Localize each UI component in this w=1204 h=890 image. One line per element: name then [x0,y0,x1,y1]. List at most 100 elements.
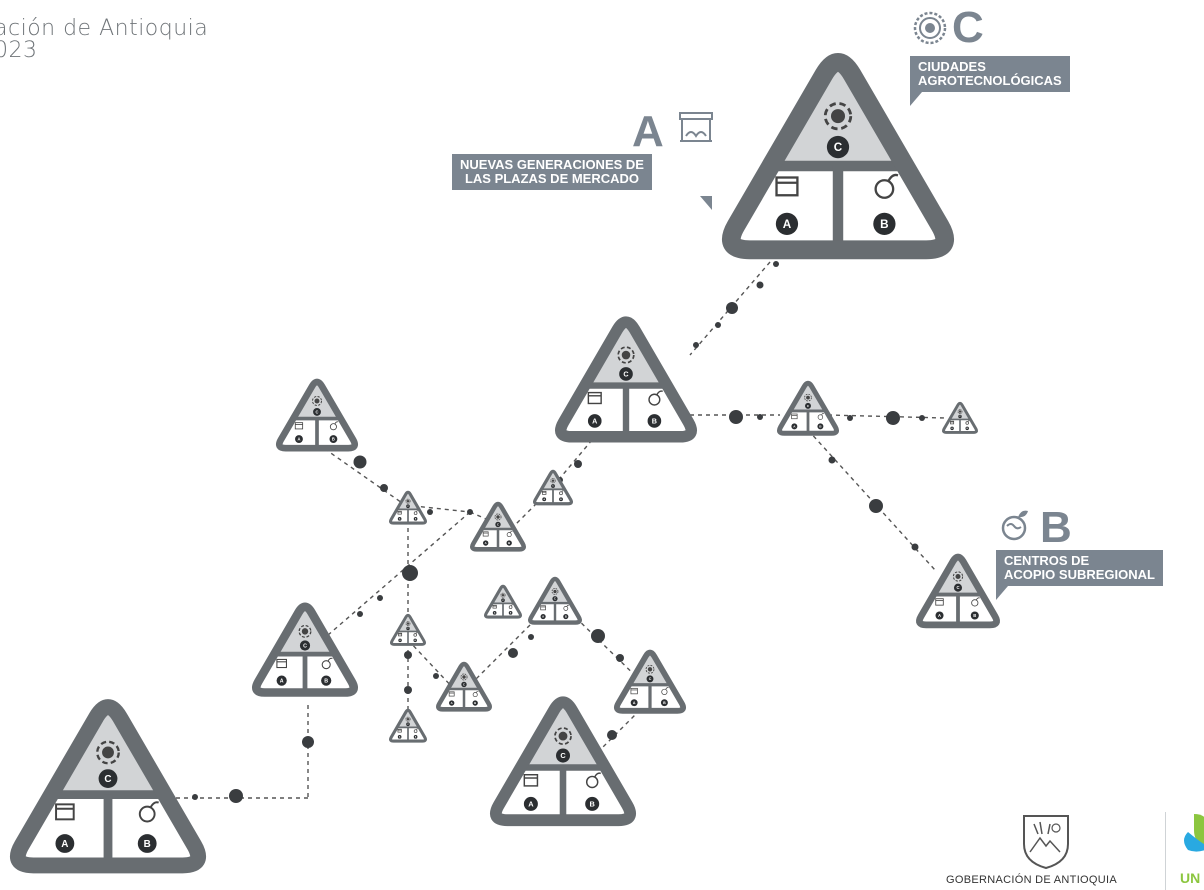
node-top-letter: C [407,724,409,726]
edges-layer [175,261,946,803]
node-right-badge [506,540,512,546]
earth-plant-icon [559,490,564,496]
market-stall-icon [448,691,455,697]
node-top-badge [495,521,501,528]
node-left-letter: A [494,611,496,614]
node-left-badge [587,414,602,428]
node-left-badge [276,675,287,686]
gear-icon [551,588,559,595]
connector-line [599,709,641,751]
node-top-badge [551,484,555,488]
node-top-letter: C [303,643,307,649]
node-left-letter: A [592,416,597,425]
node-top-badge [406,626,410,631]
node-left-letter: A [633,701,636,705]
node-top-letter: C [959,416,961,418]
node-top-letter: C [463,682,465,686]
node-top-badge [552,596,558,602]
node-left-letter: A [399,639,401,642]
node-right-letter: B [332,436,335,441]
connector-dot [357,611,363,617]
node-right-letter: B [565,614,567,618]
connector-line [407,639,456,691]
connector-dot [433,673,439,679]
node-top-badge [501,598,505,603]
earth-plant-icon [329,421,339,431]
node-top-letter: C [407,628,409,630]
connector-dot [773,261,779,267]
market-stall-icon [398,632,403,637]
gear-icon [460,673,468,681]
node-left-badge [935,611,944,620]
node-right-badge [660,699,668,707]
earth-plant-icon [965,420,970,425]
node-left-letter: A [543,498,545,501]
callout-tail [910,92,922,106]
market-stall-icon [935,598,944,606]
node-left-badge [398,638,402,643]
node-top-badge [406,722,410,727]
gear-icon [550,478,556,484]
node-right-letter: B [510,612,512,614]
node-left-letter: A [280,678,284,684]
earth-plant-icon [506,530,513,538]
connector-dot [756,281,764,289]
node-top-letter: C [834,141,843,154]
node-left-letter: A [399,735,401,738]
earth-plant-icon [563,604,570,611]
node-left-badge [492,610,497,615]
node-right-letter: B [415,736,417,738]
node-right-badge [585,796,600,811]
node-right-badge [647,414,662,428]
node-right-letter: B [663,701,666,705]
connector-dot [757,414,763,420]
node-left-letter: A [938,613,941,618]
node-top-badge [958,414,962,419]
node-top-letter: C [552,486,554,488]
connector-dot [192,794,198,800]
node-top-letter: C [649,677,652,681]
node-right-letter: B [415,518,417,520]
node-right-letter: B [324,678,328,684]
node-right-letter: B [973,613,976,618]
node-left-badge [540,613,546,620]
node-top-letter: C [407,506,409,508]
header-title: ación de Antioquia [0,16,209,41]
connector-dot [828,456,836,464]
node-left-badge [775,212,799,236]
connector-dot [715,322,721,328]
node-left-letter: A [399,517,401,520]
market-stall-icon [540,605,546,611]
market-stall-icon [294,422,304,430]
node-right-badge [965,426,969,431]
connector-line [569,611,651,691]
node-top-letter: C [623,369,628,378]
node-top-letter: C [554,597,556,601]
gear-icon [913,11,947,45]
connector-dot [574,460,582,468]
connector-dot [911,543,919,551]
node-right-badge [559,497,563,502]
node-right-letter: B [144,839,151,850]
node-left-badge [448,700,455,706]
node-top-badge [826,135,850,159]
gear-icon [494,513,502,521]
node-right-badge [321,675,332,686]
node-right-badge [413,516,418,521]
earth-plant-icon [138,801,160,823]
node-left-badge [397,516,402,521]
node-right-badge [873,212,896,236]
node-right-badge [817,423,824,430]
connector-dot [353,455,367,469]
connector-dot [886,411,900,425]
callout-tail [996,586,1008,600]
earth-plant-icon [1001,510,1028,541]
node-top-badge [406,504,410,509]
partner-logo [1184,814,1204,852]
node-left-letter: A [783,218,792,231]
